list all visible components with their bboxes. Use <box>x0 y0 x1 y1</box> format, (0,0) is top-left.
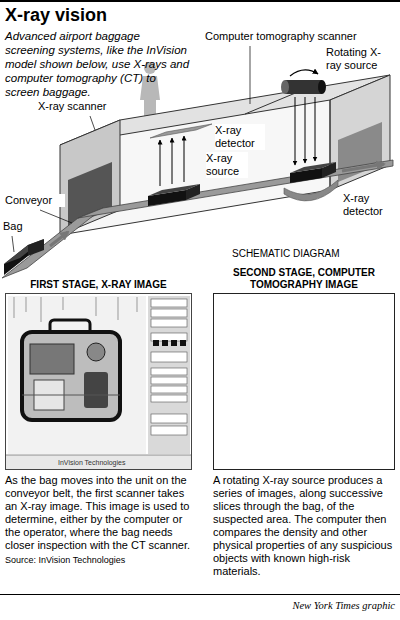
xray-screenshot <box>153 340 159 346</box>
leader-line <box>12 236 14 252</box>
xray-screenshot <box>63 297 64 310</box>
leader-line <box>40 210 72 223</box>
xray-screenshot <box>148 296 190 454</box>
xray-screenshot <box>153 340 186 346</box>
bag-shape <box>4 239 44 275</box>
image-panel: FIRST STAGE, X-RAY IMAGE <box>5 293 192 470</box>
xray-screenshot <box>137 297 138 312</box>
ct-beams <box>315 97 316 161</box>
part-label: X-ray detector <box>343 192 395 218</box>
panel-heading: SECOND STAGE, COMPUTER TOMOGRAPHY IMAGE <box>214 267 394 291</box>
xray-screenshot <box>22 395 120 396</box>
conveyor-belt <box>342 164 384 171</box>
xray-detector-plate <box>150 124 212 138</box>
xray-screenshot <box>5 293 192 470</box>
xray-screenshot <box>151 299 187 307</box>
panel-heading: FIRST STAGE, X-RAY IMAGE <box>6 279 191 291</box>
xray-screenshot <box>14 297 137 322</box>
ct-bag-box <box>322 162 336 178</box>
xray-screenshot <box>5 455 192 470</box>
xray-screenshot <box>151 333 187 341</box>
xray-screenshot <box>151 426 187 435</box>
xray-detector-plate <box>150 124 212 138</box>
scanner-housing <box>60 100 330 235</box>
xray-source-box <box>148 184 200 206</box>
xray-screenshot <box>8 296 146 454</box>
xray-screenshot <box>151 414 187 423</box>
xray-screenshot <box>5 455 192 456</box>
xray-screenshot <box>151 319 187 327</box>
conveyor-belt <box>50 232 68 246</box>
bag-shape <box>28 239 44 256</box>
leader-line <box>250 46 251 104</box>
part-label: Bag <box>3 220 33 233</box>
part-label: X-ray source <box>206 152 248 178</box>
rule <box>0 594 400 595</box>
xray-screenshot <box>84 372 108 408</box>
xray-screenshot <box>151 309 187 317</box>
ct-bag-box <box>290 162 336 183</box>
xray-screenshot <box>87 343 105 361</box>
part-label: X-ray detector <box>215 124 265 150</box>
conveyor-belt <box>2 160 393 278</box>
xray-screenshot <box>41 297 42 322</box>
screen-text: InVision Technologies <box>58 458 158 467</box>
ct-beams <box>305 97 306 163</box>
rotating-source-cylinder <box>281 70 326 94</box>
description: As the bag moves into the unit on the co… <box>5 474 192 552</box>
description: A rotating X-ray source produces a serie… <box>213 474 395 578</box>
rotating-source-cylinder <box>281 80 289 94</box>
xray-screenshot <box>22 332 120 420</box>
part-label: X-ray scanner <box>38 100 118 113</box>
xray-screenshot <box>118 297 119 320</box>
ct-beams <box>295 97 315 165</box>
xray-screenshot <box>30 344 74 374</box>
xray-beams <box>172 138 173 184</box>
xray-screenshot <box>151 377 187 384</box>
ct-detector-arc <box>284 180 338 201</box>
xray-screenshot <box>151 368 187 375</box>
source-credit: Source: InVision Technologies <box>5 555 192 566</box>
xray-screenshot <box>162 340 168 346</box>
part-label: Rotating X-ray source <box>326 46 394 72</box>
xray-screenshot <box>171 340 177 346</box>
xray-screenshot <box>14 297 15 318</box>
rotating-source-cylinder <box>285 80 322 94</box>
bag-shape <box>4 239 44 264</box>
operator-figure <box>140 62 160 116</box>
xray-screenshot <box>180 340 186 346</box>
rotating-source-cylinder <box>318 80 326 94</box>
xray-source-box <box>186 184 200 200</box>
caption: Advanced airport baggage screening syste… <box>5 29 191 99</box>
leader-line <box>90 116 95 130</box>
rule <box>0 0 400 2</box>
part-label: Computer tomography scanner <box>205 30 375 43</box>
xray-screenshot <box>26 297 27 312</box>
xray-screenshot <box>151 386 187 393</box>
graphic-credit: New York Times graphic <box>292 600 395 613</box>
xray-screenshot <box>151 395 187 402</box>
conveyor-belt <box>2 208 103 278</box>
xray-beams <box>160 140 161 186</box>
image-panel: SECOND STAGE, COMPUTER TOMOGRAPHY IMAGE <box>213 293 395 470</box>
title: X-ray vision <box>5 5 107 25</box>
xray-beams <box>160 136 184 186</box>
ct-beams <box>295 97 296 165</box>
xray-beams <box>184 136 185 182</box>
xray-screenshot <box>5 293 192 470</box>
part-label: Conveyor <box>5 194 65 207</box>
xray-screenshot <box>151 352 187 362</box>
xray-screenshot <box>151 299 187 435</box>
rule <box>0 0 400 595</box>
ct-detector-arc <box>284 180 338 201</box>
xray-screenshot <box>96 297 97 316</box>
diagram-note: SCHEMATIC DIAGRAM <box>232 248 372 260</box>
rotating-source-cylinder <box>290 70 318 76</box>
